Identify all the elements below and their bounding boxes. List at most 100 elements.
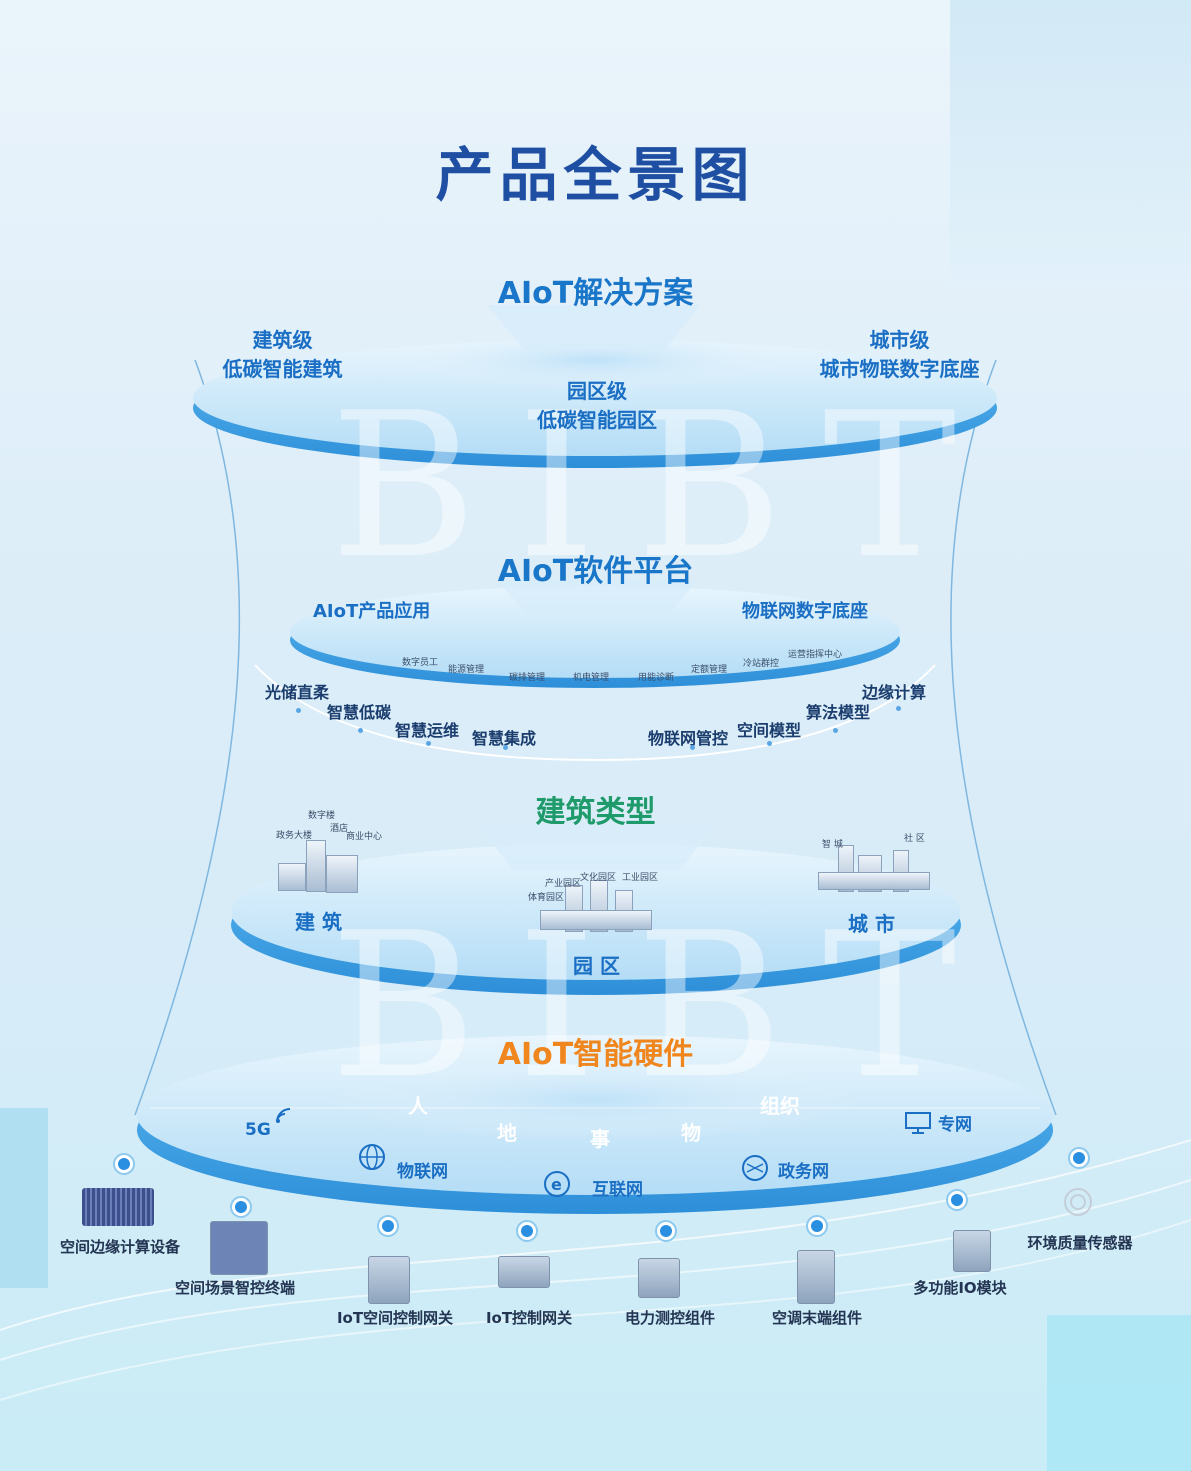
device-label: 空调末端组件 <box>771 1309 862 1327</box>
hardware-layer-title: AIoT智能硬件 <box>497 1037 694 1072</box>
solution-city-line2: 城市物联数字底座 <box>819 357 980 381</box>
element-label: 地 <box>497 1121 517 1145</box>
corner-decoration <box>950 0 1191 290</box>
building-type-label: 园 区 <box>573 954 620 978</box>
software-layer-title: AIoT软件平台 <box>497 554 694 589</box>
capability-label: 智慧集成 <box>472 729 537 748</box>
solution-park: 园区级 低碳智能园区 <box>532 375 662 433</box>
building-type-label: 建 筑 <box>295 910 342 934</box>
module-label: 定额管理 <box>691 665 728 675</box>
edge-computing-device-image <box>82 1188 154 1226</box>
arc-dot <box>767 741 772 746</box>
network-internet: 互联网 <box>592 1180 643 1200</box>
solution-layer-title: AIoT解决方案 <box>497 276 694 311</box>
solution-park-line2: 低碳智能园区 <box>537 408 657 432</box>
software-right-label: 物联网数字底座 <box>742 601 868 622</box>
city-tag: 智 城 <box>822 840 843 850</box>
device-dot <box>808 1217 826 1235</box>
city-illustration <box>818 840 933 895</box>
device-dot <box>379 1217 397 1235</box>
arc-dot <box>358 728 363 733</box>
solution-city-line1: 城市级 <box>869 328 930 352</box>
module-label: 碳排管理 <box>509 673 546 683</box>
control-gateway-image <box>498 1256 550 1288</box>
building-block <box>818 872 930 890</box>
module-label: 能源管理 <box>448 665 485 675</box>
device-label: 空间场景智控终端 <box>174 1279 295 1297</box>
building-tag: 政务大楼 <box>276 831 313 841</box>
module-label: 运营指挥中心 <box>788 650 843 660</box>
arc-dot <box>503 745 508 750</box>
scene-terminal-image <box>210 1221 268 1275</box>
park-tag: 体育园区 <box>528 893 565 903</box>
space-gateway-image <box>368 1256 410 1304</box>
building-type-label: 城 市 <box>848 912 895 936</box>
software-left-label: AIoT产品应用 <box>313 601 431 622</box>
city-tag: 社 区 <box>904 834 925 844</box>
signal-icon <box>276 1108 291 1123</box>
device-label: 多功能IO模块 <box>913 1279 1007 1297</box>
sensor-icon <box>1064 1188 1092 1216</box>
solution-building-line1: 建筑级 <box>252 328 313 352</box>
capability-label: 智慧低碳 <box>327 703 392 722</box>
arc-dot <box>896 706 901 711</box>
device-dot <box>232 1198 250 1216</box>
monitor-icon <box>905 1112 931 1134</box>
capability-label: 边缘计算 <box>862 683 927 702</box>
park-tag: 产业园区 <box>545 879 582 889</box>
network-government: 政务网 <box>778 1162 829 1182</box>
government-net-icon <box>742 1155 768 1181</box>
park-illustration <box>535 880 660 940</box>
building-block <box>306 840 326 892</box>
capability-label: 空间模型 <box>737 721 802 740</box>
building-block <box>540 910 652 930</box>
device-label: 环境质量传感器 <box>1027 1234 1133 1252</box>
capability-label: 光储直柔 <box>265 683 330 702</box>
page-title: 产品全景图 <box>435 141 756 209</box>
ac-module-image <box>797 1250 835 1304</box>
building-tag: 数字楼 <box>308 811 336 821</box>
svg-text:e: e <box>551 1175 562 1194</box>
building-block <box>278 863 306 891</box>
building-block <box>326 855 358 893</box>
power-module-image <box>638 1258 680 1298</box>
building-layer-title: 建筑类型 <box>535 795 656 830</box>
solution-park-line1: 园区级 <box>567 379 627 403</box>
io-module-image <box>953 1230 991 1272</box>
arc-dot <box>833 728 838 733</box>
corner-decoration <box>0 1108 48 1288</box>
building-illustration <box>268 835 378 895</box>
iot-globe-icon <box>359 1144 385 1170</box>
building-tag: 酒店 <box>330 824 349 834</box>
park-tag: 文化园区 <box>580 873 617 883</box>
network-private: 专网 <box>938 1115 972 1135</box>
corner-decoration <box>1047 1315 1191 1471</box>
arc-dot <box>690 745 695 750</box>
device-dot <box>518 1222 536 1240</box>
watermark: BIBT <box>330 890 997 1123</box>
module-label: 机电管理 <box>573 673 610 683</box>
element-label: 组织 <box>760 1094 800 1118</box>
solution-building-line2: 低碳智能建筑 <box>222 357 343 381</box>
element-label: 物 <box>681 1121 701 1145</box>
module-label: 用能诊断 <box>638 673 675 683</box>
building-tag: 商业中心 <box>346 832 383 842</box>
module-label: 数字员工 <box>402 658 439 668</box>
element-label: 事 <box>590 1127 610 1151</box>
device-dot <box>115 1155 133 1173</box>
device-dot <box>657 1222 675 1240</box>
park-tag: 工业园区 <box>622 873 659 883</box>
solution-building: 建筑级 低碳智能建筑 <box>220 324 345 382</box>
device-dot <box>948 1191 966 1209</box>
network-5g: 5G <box>245 1120 271 1140</box>
device-label: IoT空间控制网关 <box>336 1309 454 1327</box>
watermark: BIBT <box>330 370 997 603</box>
arc-dot <box>426 741 431 746</box>
element-label: 人 <box>408 1094 428 1118</box>
internet-icon: e <box>544 1171 570 1197</box>
device-dot <box>1070 1149 1088 1167</box>
capability-label: 智慧运维 <box>395 721 460 740</box>
device-label: 电力测控组件 <box>624 1309 715 1327</box>
capability-label: 算法模型 <box>806 703 871 722</box>
